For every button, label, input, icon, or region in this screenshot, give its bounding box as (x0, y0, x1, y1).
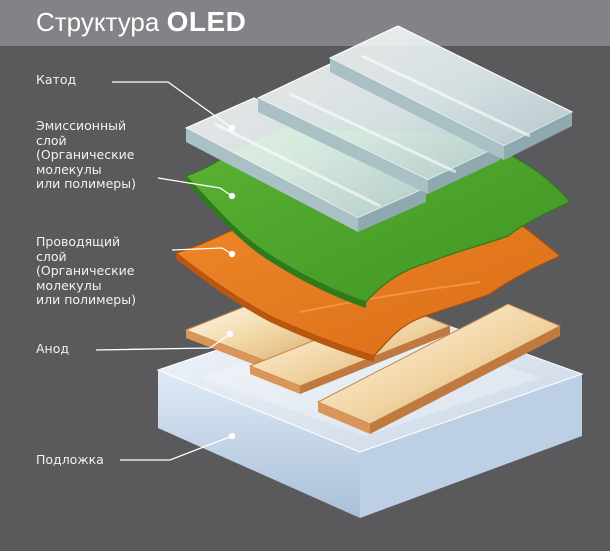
leader-substrate (120, 435, 233, 461)
leader-cathode (112, 81, 233, 129)
label-substrate: Подложка (36, 452, 104, 467)
title-emphasis: OLED (166, 6, 247, 37)
leader-conductive (171, 247, 233, 255)
leader-emissive (157, 177, 233, 197)
leader-lines (95, 81, 236, 461)
label-cathode: Катод (36, 72, 77, 87)
header-band (0, 0, 610, 46)
label-conductive-layer: Проводящий слой (Органические молекулы и… (36, 234, 136, 307)
label-anode: Анод (36, 341, 70, 356)
label-emissive-layer: Эмиссионный слой (Органические молекулы … (36, 118, 136, 191)
cathode-layer (184, 25, 574, 232)
diagram-title: Структура OLED (36, 6, 246, 38)
title-prefix: Структура (36, 7, 167, 37)
leader-anode (95, 333, 231, 351)
